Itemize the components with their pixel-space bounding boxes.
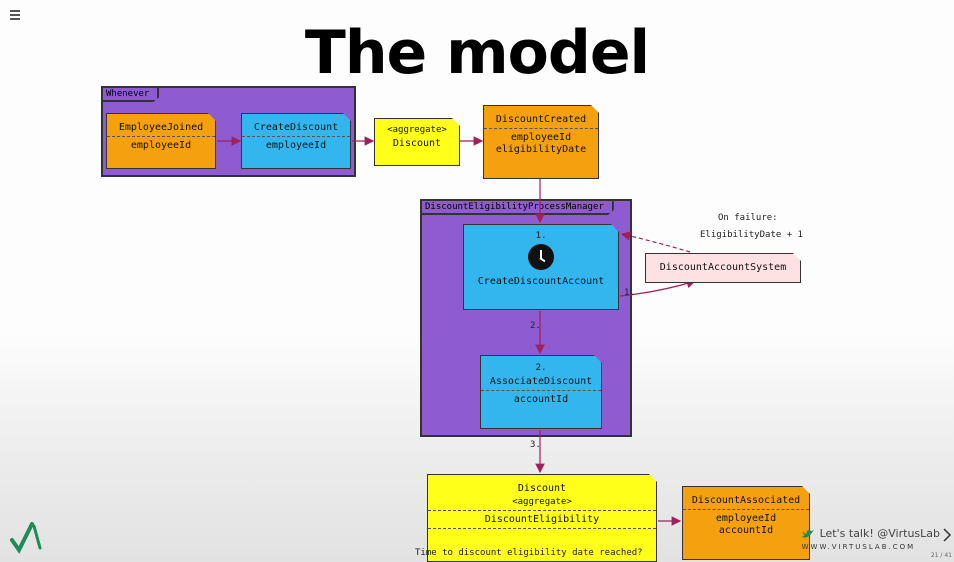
discount-aggregate: <aggregate> Discount <box>374 118 460 166</box>
discount-bottom-stereotype: <aggregate> <box>512 497 572 507</box>
discount-associated-field-1: employeeId <box>683 509 809 524</box>
on-failure-detail: EligibilityDate + 1 <box>700 230 803 240</box>
discount-associated-field-2: accountId <box>718 525 774 536</box>
slide-caption: Time to discount eligibility date reache… <box>415 548 643 558</box>
discount-aggregate-title: Discount <box>392 138 442 149</box>
associate-discount-command: 2. AssociateDiscount accountId <box>480 355 602 429</box>
create-discount-title: CreateDiscount <box>253 122 339 133</box>
discount-created-event: DiscountCreated employeeId eligibilityDa… <box>483 105 599 179</box>
employee-joined-event: EmployeeJoined employeeId <box>106 113 216 169</box>
discount-bottom-title: Discount <box>517 483 567 494</box>
step-1-link-label: 1. <box>624 288 635 298</box>
promo-block: Let's talk! @VirtusLab WWW.VIRTUSLAB.COM <box>801 527 940 551</box>
clock-icon <box>528 244 554 270</box>
employee-joined-field: employeeId <box>107 136 215 154</box>
discount-aggregate-stereotype: <aggregate> <box>387 125 447 135</box>
on-failure-label: On failure: <box>718 213 778 223</box>
step-2-label: 2. <box>530 321 541 331</box>
create-discount-field: employeeId <box>242 136 350 154</box>
discount-bottom-divider <box>428 528 656 541</box>
discount-created-field-2: eligibilityDate <box>495 144 587 155</box>
promo-talk[interactable]: Let's talk! @VirtusLab <box>819 527 940 540</box>
next-slide-icon[interactable] <box>942 528 952 542</box>
page-number: 21 / 41 <box>930 552 952 559</box>
discount-created-field-1: employeeId <box>484 128 598 143</box>
discount-bottom-method: DiscountEligibility <box>428 510 656 528</box>
employee-joined-title: EmployeeJoined <box>118 122 204 133</box>
slide-title: The model <box>304 18 650 88</box>
discount-aggregate-bottom: Discount <aggregate> DiscountEligibility <box>427 474 657 562</box>
link-external-failure-retry <box>620 231 691 253</box>
create-discount-account-step: 1. <box>535 231 547 241</box>
whenever-frame-label: Whenever <box>103 88 159 102</box>
create-discount-command: CreateDiscount employeeId <box>241 113 351 169</box>
step-3-label: 3. <box>530 440 541 450</box>
discount-account-system-title: DiscountAccountSystem <box>659 262 787 273</box>
associate-discount-title: AssociateDiscount <box>489 376 593 387</box>
associate-discount-field: accountId <box>481 390 601 408</box>
process-manager-frame-label: DiscountEligibilityProcessManager <box>422 201 614 215</box>
discount-account-system: DiscountAccountSystem <box>645 253 801 283</box>
promo-site[interactable]: WWW.VIRTUSLAB.COM <box>801 543 916 551</box>
discount-created-title: DiscountCreated <box>495 114 587 125</box>
virtuslab-logo-icon <box>10 522 42 554</box>
associate-discount-step: 2. <box>535 363 547 373</box>
twitter-icon <box>801 529 814 538</box>
create-discount-account-command: 1. CreateDiscountAccount <box>463 224 619 310</box>
discount-associated-event: DiscountAssociated employeeId accountId <box>682 486 810 560</box>
create-discount-account-title: CreateDiscountAccount <box>477 276 605 287</box>
menu-icon[interactable] <box>10 10 20 22</box>
discount-associated-title: DiscountAssociated <box>691 495 801 506</box>
